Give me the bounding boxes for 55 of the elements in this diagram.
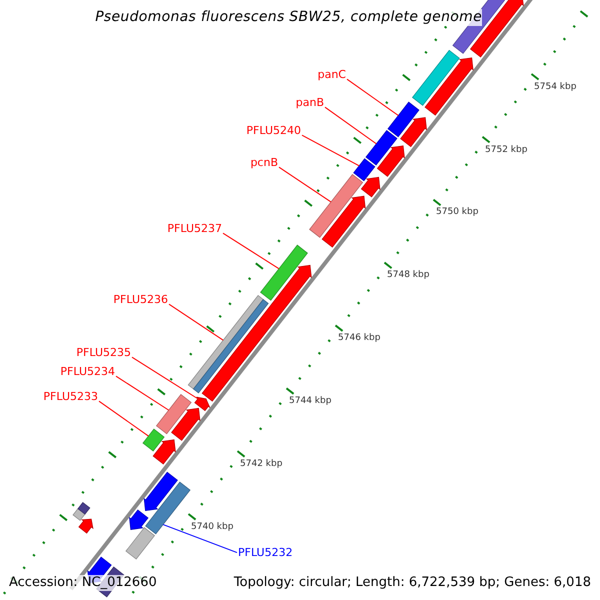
leader-line	[168, 304, 224, 341]
gene-block	[365, 130, 398, 166]
leader-line	[162, 524, 238, 554]
position-label: 5754 kbp	[534, 82, 576, 93]
gene-label: pcnB	[250, 156, 278, 170]
leader-line	[132, 356, 198, 400]
gene-feature	[360, 176, 380, 198]
leader-line	[222, 232, 280, 270]
accession-label: Accession: NC_012660	[9, 575, 157, 591]
gene-label: PFLU5233	[43, 390, 98, 404]
gene-block	[145, 482, 191, 534]
gene-block	[156, 394, 192, 434]
gene-feature	[144, 472, 178, 512]
genome-stats-label: Topology: circular; Length: 6,722,539 bp; Genes: 6,018	[234, 575, 591, 591]
leader-line	[98, 400, 149, 437]
gene-block	[260, 244, 308, 301]
leader-line	[346, 78, 399, 116]
position-label: 5748 kbp	[387, 270, 430, 282]
gene-block	[125, 527, 156, 560]
position-label: 5746 kbp	[338, 333, 380, 344]
gene-feature	[400, 117, 427, 148]
gene-block	[142, 428, 165, 452]
gene-label: panB	[296, 96, 324, 110]
position-label: 5752 kbp	[485, 144, 528, 156]
gene-label: PFLU5232	[238, 546, 293, 560]
gene-feature	[322, 196, 366, 248]
leader-line	[116, 376, 170, 411]
gene-block	[387, 102, 420, 138]
gene-block	[188, 294, 269, 394]
leader-line	[278, 166, 332, 202]
gene-feature	[202, 264, 312, 402]
gene-block	[412, 50, 460, 106]
gene-feature	[78, 518, 94, 534]
gene-block	[353, 158, 376, 182]
gene-block	[72, 502, 90, 521]
gene-label: PFLU5234	[60, 365, 115, 378]
position-label: 5740 kbp	[191, 522, 234, 533]
position-label: 5750 kbp	[436, 207, 478, 218]
leader-line	[302, 134, 360, 166]
gene-block	[309, 174, 364, 238]
leader-line	[324, 106, 377, 144]
gene-feature	[152, 439, 176, 465]
gene-label: panC	[318, 68, 346, 82]
genome-title: Pseudomonas fluorescens SBW25, complete genome	[95, 9, 482, 26]
gene-label: PFLU5240	[246, 124, 301, 138]
gene-feature	[376, 145, 405, 177]
gene-feature	[129, 509, 149, 530]
gene-label: PFLU5237	[167, 222, 222, 236]
gene-feature	[171, 408, 200, 441]
position-label: 5742 kbp	[240, 458, 282, 470]
gene-feature	[424, 57, 474, 116]
gene-feature	[194, 396, 210, 412]
position-label: 5744 kbp	[289, 396, 332, 407]
gene-label: PFLU5236	[113, 293, 168, 306]
gene-label: PFLU5235	[76, 346, 131, 360]
